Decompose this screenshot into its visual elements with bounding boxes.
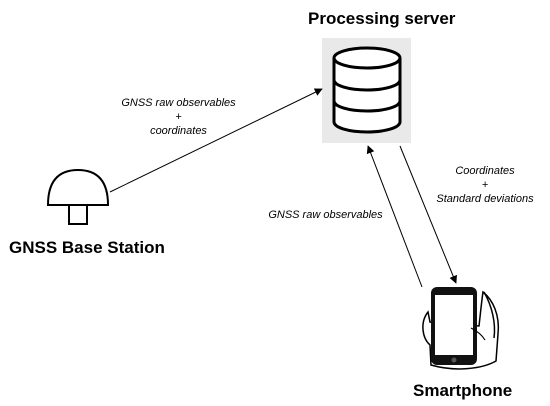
edge-label-plus: + <box>175 111 182 123</box>
edge-label-line: coordinates <box>150 125 207 137</box>
base-station-label: GNSS Base Station <box>9 238 165 257</box>
edge-label-phone-to-server: GNSS raw observables <box>263 208 388 222</box>
edge-label-line: Coordinates <box>455 165 515 177</box>
database-server-icon <box>322 38 411 143</box>
gnss-antenna-icon <box>46 168 110 225</box>
smartphone-label: Smartphone <box>413 381 513 400</box>
hand-holding-smartphone-icon <box>422 287 500 370</box>
edge-label-plus: + <box>481 179 489 191</box>
edge-label-base-to-server: GNSS raw observables + coordinates <box>106 96 251 138</box>
edge-label-line: Standard deviations <box>436 193 534 205</box>
edge-label-line: GNSS raw observables <box>268 209 383 221</box>
arrow-phone-to-server <box>366 145 423 288</box>
arrow-base-to-server <box>109 88 323 193</box>
edge-label-line: GNSS raw observables <box>121 97 236 109</box>
arrow-server-to-phone <box>399 145 457 284</box>
edge-label-server-to-phone: Coordinates + Standard deviations <box>425 164 545 206</box>
server-label: Processing server <box>308 9 456 28</box>
